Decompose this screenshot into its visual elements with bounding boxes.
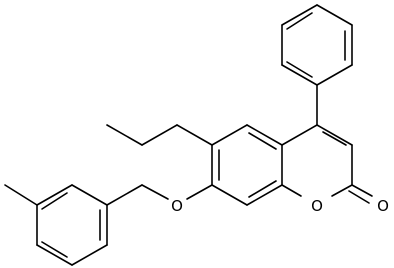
benzo-ring bbox=[211, 124, 283, 206]
methyl-bond bbox=[4, 184, 38, 206]
propyl-chain bbox=[106, 124, 213, 146]
carbonyl-bond bbox=[348, 184, 373, 204]
benzyloxy-linkage bbox=[106, 184, 213, 206]
phenyl-ring bbox=[281, 4, 353, 86]
ring-oxygen-label: O bbox=[311, 197, 323, 215]
pyranone-ring bbox=[281, 124, 353, 197]
carbonyl-oxygen-label: O bbox=[377, 197, 389, 215]
ether-oxygen-label: O bbox=[171, 197, 183, 215]
methylphenyl-ring bbox=[36, 184, 108, 266]
